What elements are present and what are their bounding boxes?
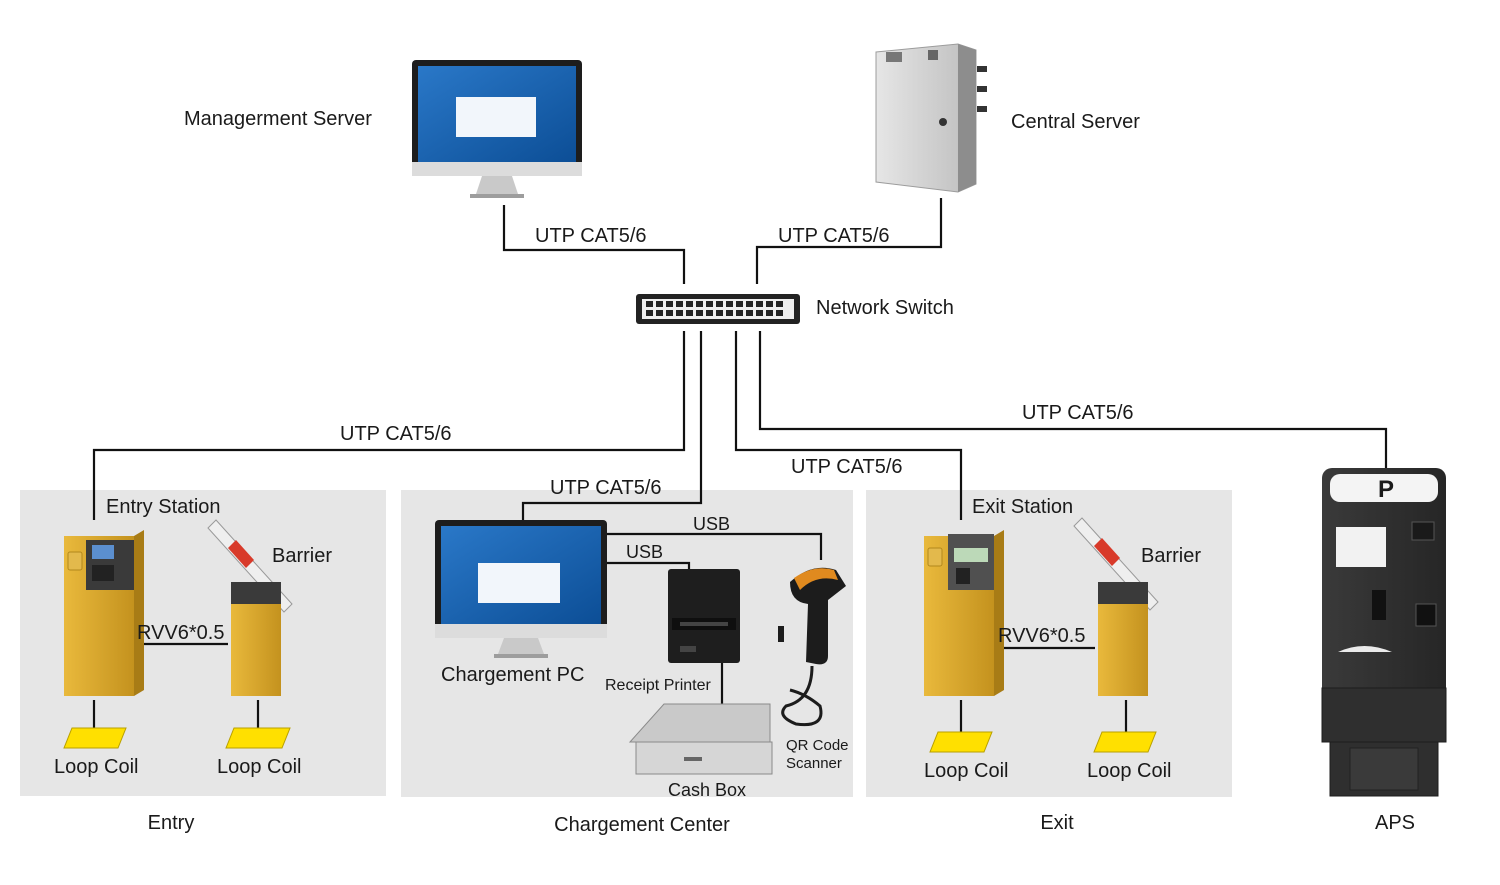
exit-barrier-icon <box>1073 517 1159 696</box>
wire-mgmt-to-switch <box>502 205 686 284</box>
wires <box>92 198 1388 732</box>
entry-loop-coil-1-icon <box>63 727 127 749</box>
exit-rvv-label: RVV6*0.5 <box>998 625 1085 647</box>
wire-switch-to-aps <box>758 331 1388 468</box>
central-server-label: Central Server <box>1011 111 1140 133</box>
entry-rvv-label: RVV6*0.5 <box>137 622 224 644</box>
cash-box-icon <box>628 703 773 775</box>
entry-loop-coil-1-label: Loop Coil <box>54 756 139 778</box>
entry-link-label: UTP CAT5/6 <box>340 423 452 445</box>
network-switch-label: Network Switch <box>816 297 954 319</box>
management-server-label: Managerment Server <box>184 108 372 130</box>
usb-scanner-label: USB <box>693 514 730 534</box>
aps-sign-label: P <box>1378 476 1394 503</box>
entry-station-kiosk-icon <box>64 530 144 696</box>
network-switch-icon <box>636 294 800 324</box>
qr-scanner-label-line2: Scanner <box>786 755 842 772</box>
exit-link-label: UTP CAT5/6 <box>791 456 903 478</box>
central-link-label: UTP CAT5/6 <box>778 225 890 247</box>
chargement-link-label: UTP CAT5/6 <box>550 477 662 499</box>
qr-scanner-icon <box>778 567 846 727</box>
cash-box-label: Cash Box <box>668 780 746 800</box>
management-server-monitor-icon <box>412 60 582 198</box>
aps-link-label: UTP CAT5/6 <box>1022 402 1134 424</box>
exit-station-label: Exit Station <box>972 496 1073 518</box>
entry-loop-coil-2-label: Loop Coil <box>217 756 302 778</box>
wire-switch-to-exit <box>734 331 963 520</box>
wire-pc-to-scanner <box>607 532 823 560</box>
exit-loop-coil-2-label: Loop Coil <box>1087 760 1172 782</box>
usb-printer-label: USB <box>626 542 663 562</box>
wire-switch-to-chargement <box>521 331 703 522</box>
entry-loop-coil-2-icon <box>225 727 291 749</box>
wire-switch-to-entry <box>92 331 686 520</box>
exit-loop-coil-2-icon <box>1093 731 1157 753</box>
mgmt-link-label: UTP CAT5/6 <box>535 225 647 247</box>
aps-zone-label: APS <box>1375 812 1415 834</box>
chargement-pc-monitor-icon <box>435 520 607 658</box>
wire-central-to-switch <box>755 198 943 284</box>
chargement-zone-label: Chargement Center <box>554 814 730 836</box>
entry-zone-label: Entry <box>148 812 195 834</box>
entry-station-label: Entry Station <box>106 496 221 518</box>
chargement-pc-label: Chargement PC <box>441 664 584 686</box>
entry-barrier-icon <box>207 519 293 696</box>
exit-loop-coil-1-icon <box>929 731 993 753</box>
exit-barrier-label: Barrier <box>1141 545 1201 567</box>
exit-loop-coil-1-label: Loop Coil <box>924 760 1009 782</box>
exit-zone-label: Exit <box>1040 812 1074 834</box>
exit-station-kiosk-icon <box>924 530 1004 696</box>
receipt-printer-icon <box>668 569 740 663</box>
central-server-cabinet-icon <box>875 43 987 193</box>
qr-scanner-label-line1: QR Code <box>786 737 849 754</box>
receipt-printer-label: Receipt Printer <box>605 677 711 694</box>
entry-barrier-label: Barrier <box>272 545 332 567</box>
aps-machine-icon <box>1321 468 1447 797</box>
